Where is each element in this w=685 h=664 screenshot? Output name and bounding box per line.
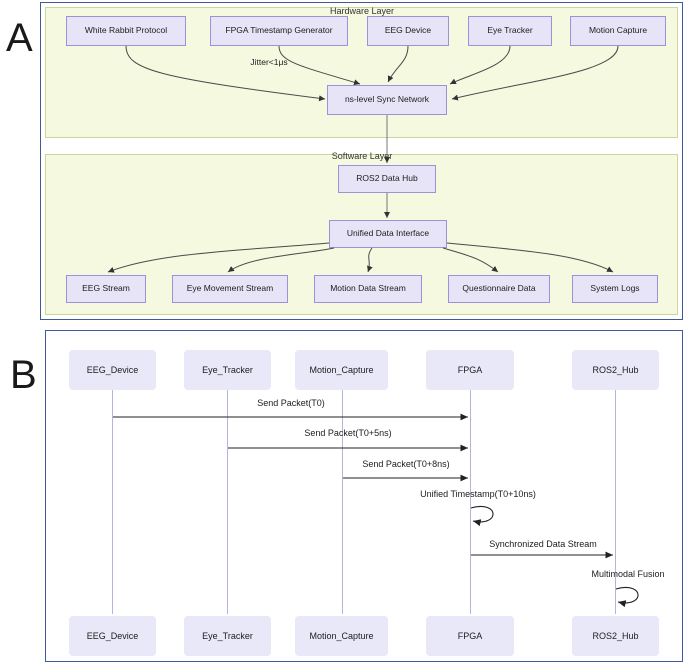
hardware-layer-title: Hardware Layer: [329, 6, 395, 16]
message-label-unified-timestamp: Unified Timestamp(T0+10ns): [420, 489, 536, 499]
lifeline-eeg-device: [112, 390, 113, 614]
participant-bottom-fpga[interactable]: FPGA: [426, 616, 514, 656]
participant-bottom-eye-tracker[interactable]: Eye_Tracker: [184, 616, 271, 656]
node-eye-tracker[interactable]: Eye Tracker: [468, 16, 552, 46]
participant-bottom-ros2-hub[interactable]: ROS2_Hub: [572, 616, 659, 656]
panel-letter-a: A: [6, 16, 33, 60]
lifeline-motion-capture: [342, 390, 343, 614]
lifeline-eye-tracker: [227, 390, 228, 614]
node-eye-movement-stream[interactable]: Eye Movement Stream: [172, 275, 288, 303]
lifeline-fpga: [470, 390, 471, 614]
participant-bottom-motion-capture[interactable]: Motion_Capture: [295, 616, 388, 656]
node-system-logs[interactable]: System Logs: [572, 275, 658, 303]
node-white-rabbit-protocol[interactable]: White Rabbit Protocol: [66, 16, 186, 46]
node-ns-level-sync-network[interactable]: ns-level Sync Network: [327, 85, 447, 115]
participant-top-ros2-hub[interactable]: ROS2_Hub: [572, 350, 659, 390]
participant-top-fpga[interactable]: FPGA: [426, 350, 514, 390]
software-layer-title: Software Layer: [331, 151, 393, 161]
node-eeg-device[interactable]: EEG Device: [367, 16, 449, 46]
node-eeg-stream[interactable]: EEG Stream: [66, 275, 146, 303]
node-questionnaire-data[interactable]: Questionnaire Data: [448, 275, 550, 303]
message-label-synchronized-data-stream: Synchronized Data Stream: [489, 539, 597, 549]
participant-top-motion-capture[interactable]: Motion_Capture: [295, 350, 388, 390]
message-label-multimodal-fusion: Multimodal Fusion: [591, 569, 665, 579]
node-unified-data-interface[interactable]: Unified Data Interface: [329, 220, 447, 248]
participant-bottom-eeg-device[interactable]: EEG_Device: [69, 616, 156, 656]
node-fpga-timestamp-generator[interactable]: FPGA Timestamp Generator: [210, 16, 348, 46]
participant-top-eye-tracker[interactable]: Eye_Tracker: [184, 350, 271, 390]
node-ros2-data-hub[interactable]: ROS2 Data Hub: [338, 165, 436, 193]
panel-letter-b: B: [10, 353, 37, 397]
message-label-send-packet-t0: Send Packet(T0): [257, 398, 325, 408]
lifeline-ros2-hub: [615, 390, 616, 614]
node-motion-capture[interactable]: Motion Capture: [570, 16, 666, 46]
message-label-send-packet-t0-8ns: Send Packet(T0+8ns): [362, 459, 450, 469]
node-motion-data-stream[interactable]: Motion Data Stream: [314, 275, 422, 303]
participant-top-eeg-device[interactable]: EEG_Device: [69, 350, 156, 390]
edge-label-jitter: Jitter<1μs: [250, 57, 288, 67]
message-label-send-packet-t0-5ns: Send Packet(T0+5ns): [304, 428, 392, 438]
